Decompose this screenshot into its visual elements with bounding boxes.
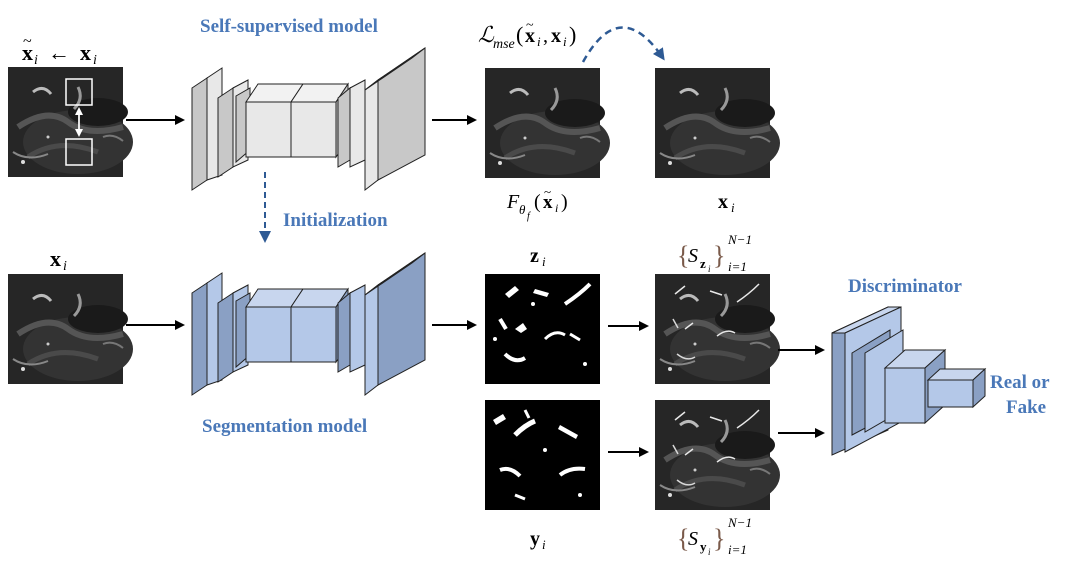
svg-text:i=1: i=1 [728,259,747,274]
svg-text:): ) [561,191,568,213]
svg-text:x: x [525,25,535,47]
svg-text:~: ~ [544,184,551,199]
svg-text:y: y [700,539,707,554]
sy-label: { S y i } N−1 i=1 [677,515,752,557]
discriminator-network [831,306,987,456]
predicted-segmentation [483,272,602,386]
target-x-label: x i [718,191,735,215]
fake-label: Fake [1006,397,1046,418]
svg-text:F: F [506,191,520,213]
svg-text:x: x [22,40,33,65]
svg-text:i: i [731,200,735,215]
svg-text:x: x [80,40,91,65]
svg-text:i=1: i=1 [728,542,747,557]
svg-text:θ: θ [519,202,526,217]
svg-text:i: i [34,53,38,68]
y-label: y i [530,528,546,552]
svg-text:N−1: N−1 [727,232,752,247]
svg-text:i: i [93,53,97,68]
svg-text:i: i [708,547,711,557]
svg-text:mse: mse [493,37,515,52]
svg-text:i: i [542,254,546,269]
svg-text:y: y [530,528,540,550]
reconstructed-image [485,68,610,178]
target-image [655,68,780,178]
svg-text:i: i [555,201,558,215]
svg-text:i: i [708,264,711,274]
svg-text:x: x [551,25,561,47]
svg-text:i: i [563,34,567,49]
input-x-label: x i [50,246,67,274]
svg-text:N−1: N−1 [727,515,752,530]
svg-text:x: x [718,191,728,213]
loss-label: ℒ mse ( x ~ i , x i ) [478,18,576,52]
svg-text:f: f [527,211,531,222]
svg-text:S: S [688,245,698,267]
discriminator-label: Discriminator [848,276,963,297]
svg-text:z: z [530,245,539,267]
self-supervised-model-label: Self-supervised model [200,16,378,37]
initialization-label: Initialization [283,210,388,231]
svg-text:x: x [50,246,61,271]
svg-text:(: ( [534,191,541,213]
segmentation-network [191,252,426,397]
svg-text:(: ( [516,22,523,47]
input-image [8,274,133,384]
sz-label: { S z i } N−1 i=1 [677,232,752,274]
svg-text:{: { [677,524,689,553]
input-image-masked [8,67,133,177]
svg-text:←: ← [48,40,70,65]
self-supervised-network [191,47,426,192]
svg-text:ℒ: ℒ [478,22,495,47]
loss-dashed-arrow [581,26,665,63]
z-label: z i [530,245,546,269]
svg-text:): ) [569,22,576,47]
svg-text:x: x [543,192,553,213]
svg-text:i: i [542,537,546,552]
sy-image [655,400,780,510]
svg-text:~: ~ [526,18,534,33]
svg-text:{: { [677,241,689,270]
svg-text:}: } [713,241,725,270]
reconstruction-label: F θ f ( x ~ i ) [506,184,568,222]
svg-text:}: } [713,524,725,553]
ground-truth-segmentation [485,400,600,510]
x-tilde-label: x ~ i ← x i [22,33,97,68]
sz-image [655,274,780,384]
svg-text:i: i [537,34,541,49]
segmentation-model-label: Segmentation model [202,416,367,437]
svg-text:z: z [700,256,706,271]
svg-text:S: S [688,528,698,550]
real-or-label: Real or [990,372,1050,393]
svg-text:~: ~ [23,33,32,50]
svg-text:,: , [543,25,548,47]
svg-text:i: i [63,259,67,274]
